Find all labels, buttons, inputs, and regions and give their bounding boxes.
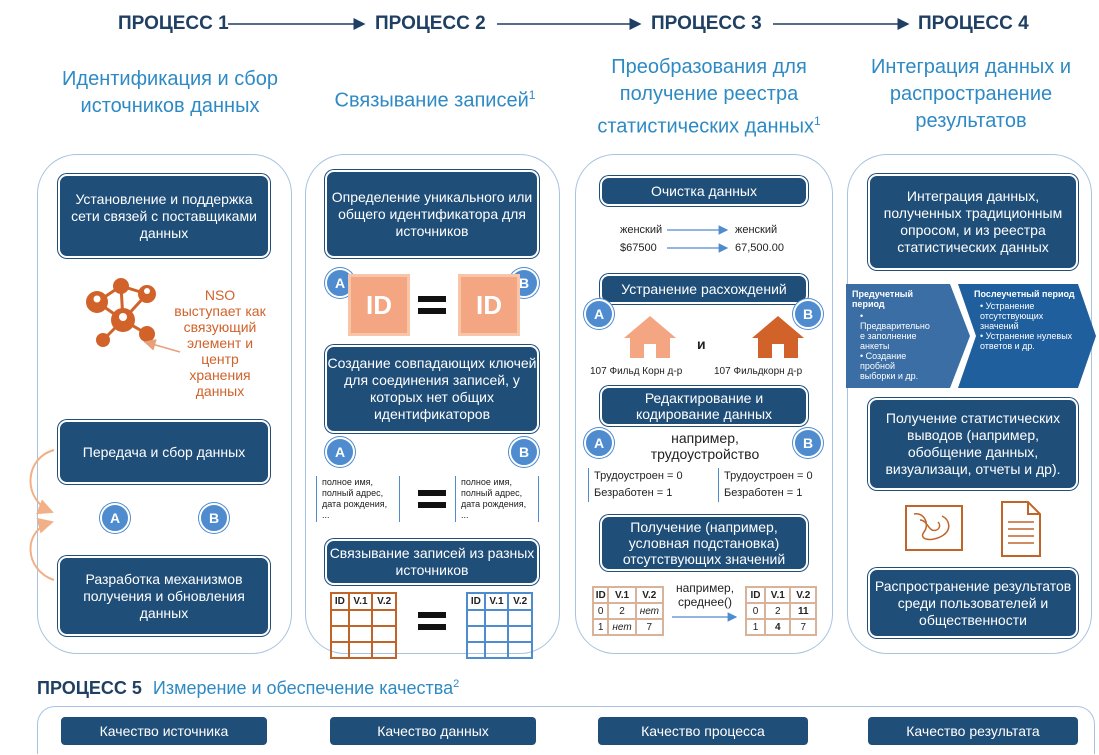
nso-arrow — [143, 339, 181, 353]
process-5-label: ПРОЦЕСС 5 — [37, 678, 142, 698]
map-icon — [905, 505, 963, 551]
col3-editing-box: Редактирование и кодирование данных — [600, 386, 808, 426]
money-left: $67500 — [620, 242, 657, 254]
col3-b-circle: B — [793, 299, 823, 329]
house-right-icon — [752, 316, 804, 358]
quality-process-box: Качество процесса — [598, 717, 808, 745]
col3-impute-box: Получение (например, условная подстановк… — [600, 515, 808, 571]
process-5-header: ПРОЦЕСС 5 Измерение и обеспечение качест… — [37, 678, 460, 698]
pre-period: Предучетный период • Предварительно е за… — [852, 289, 930, 381]
fields-right: полное имя, полный адрес, дата рождения,… — [455, 476, 539, 522]
money-right: 67,500.00 — [735, 242, 784, 254]
employment-example: например, трудоустройство — [650, 430, 760, 462]
process-2-label: ПРОЦЕСС 2 — [375, 13, 486, 34]
nso-note: NSO выступает как связующий элемент и це… — [174, 287, 266, 399]
process-5-title: Измерение и обеспечение качества — [152, 678, 454, 698]
col4-integration-box: Интеграция данных, полученных традиционн… — [868, 174, 1078, 270]
period-chevrons — [846, 284, 1096, 388]
female-left: женский — [620, 224, 663, 236]
network-icon — [86, 278, 156, 347]
clean-arrows — [667, 225, 729, 253]
process-arrows — [228, 18, 910, 30]
col2-b2-circle: B — [509, 437, 539, 467]
process-1-subtitle: Идентификация и сбор источников данных — [62, 68, 278, 117]
process-4-subtitle: Интеграция данных и распространение резу… — [870, 56, 1072, 132]
quality-data-box: Качество данных — [330, 717, 536, 745]
source-b-circle: B — [199, 503, 229, 533]
col4-outputs-box: Получение статистических выводов (наприм… — [868, 398, 1078, 490]
process-2-subtitle: Связывание записей1 — [334, 88, 536, 112]
female-right: женский — [735, 224, 778, 236]
col3-clean-box: Очистка данных — [600, 176, 808, 206]
col3-a-circle: A — [584, 299, 614, 329]
equals-icon-2 — [418, 490, 446, 508]
quality-result-box: Качество результата — [868, 717, 1078, 745]
and-label: и — [697, 336, 706, 352]
col2-keys-box: Создание совпадающих ключей для соединен… — [325, 345, 539, 433]
document-icon — [1001, 501, 1041, 557]
process-3-subtitle: Преобразования для получение реестра ста… — [597, 56, 821, 138]
col1-network-box: Установление и поддержка сети связей с п… — [58, 174, 270, 258]
process-1-label: ПРОЦЕСС 1 — [118, 13, 229, 34]
col2-a2-circle: A — [325, 437, 355, 467]
col1-mechanisms-box: Разработка механизмов получения и обновл… — [58, 556, 270, 636]
impute-example: например, среднее() — [675, 581, 735, 609]
id-right-box: ID — [458, 274, 520, 336]
address-left: 107 Фильд Корн д-р — [590, 366, 683, 377]
address-right: 107 Фильдкорн д-р — [714, 366, 803, 377]
col3-a2-circle: A — [584, 428, 614, 458]
col1-transfer-box: Передача и сбор данных — [58, 420, 270, 484]
house-left-icon — [624, 316, 676, 358]
process-4-label: ПРОЦЕСС 4 — [918, 13, 1029, 34]
process-3-label: ПРОЦЕСС 3 — [651, 13, 762, 34]
post-period: Послеучетный период • Устранение отсутст… — [974, 289, 1075, 351]
col2-linking-box: Связывание записей из разных источников — [325, 539, 539, 585]
col2-identifier-box: Определение уникального или общего идент… — [325, 170, 539, 258]
process-5-panel — [37, 706, 1095, 754]
source-a-circle: A — [100, 503, 130, 533]
fields-left: полное имя, полный адрес, дата рождения,… — [316, 476, 400, 522]
impute-arrow — [672, 612, 738, 622]
employment-right: Трудоустроен = 0 Безработен = 1 — [718, 468, 830, 502]
col3-discrepancy-box: Устранение расхождений — [600, 274, 808, 304]
col3-b2-circle: B — [793, 428, 823, 458]
cycle-arrows — [29, 449, 55, 581]
employment-left: Трудоустроен = 0 Безработен = 1 — [588, 468, 700, 502]
quality-source-box: Качество источника — [61, 717, 267, 745]
equals-icon-3 — [418, 612, 446, 630]
col4-dissemination-box: Распространение результатов среди пользо… — [868, 568, 1078, 638]
equals-icon — [418, 296, 446, 314]
id-left-box: ID — [348, 274, 410, 336]
